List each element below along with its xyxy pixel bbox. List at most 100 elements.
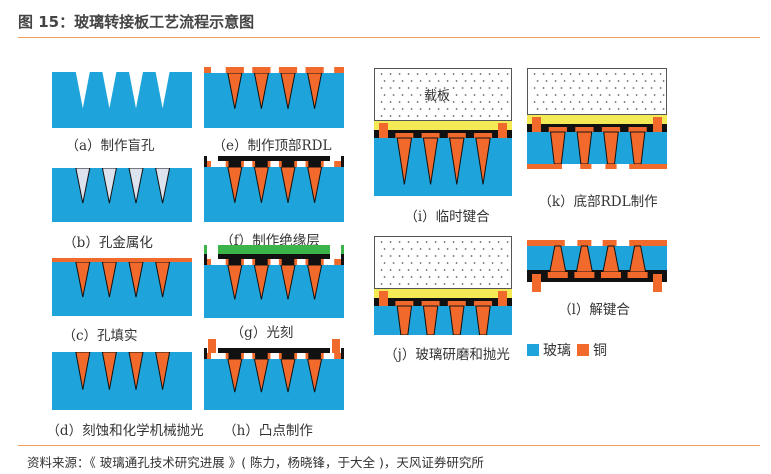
panel-svg [527,68,667,169]
glass-substrate [374,306,512,335]
carrier-dot [380,269,383,271]
carrier-dot [401,248,404,250]
blind-hole [155,72,170,109]
carrier-dot [389,269,392,271]
carrier-dot [425,115,428,117]
carrier-dot [488,255,491,257]
carrier-dot [605,73,608,75]
carrier-label: 载板 [424,89,451,104]
diagram-panel-g [204,244,344,318]
rdl-pad [395,133,414,138]
rdl-pad [627,272,648,278]
carrier-dot [641,101,644,103]
carrier-dot [488,241,491,243]
carrier-dot [626,94,629,96]
glass-substrate [374,138,512,196]
panel-label-h: （h）凸点制作 [223,423,313,439]
carrier-dot [644,94,647,96]
carrier-dot [380,115,383,117]
carrier-dot [497,101,500,103]
carrier-dot [608,94,611,96]
panel-svg [204,156,344,222]
rdl-pad [601,127,621,132]
carrier-dot [617,108,620,110]
carrier-dot [581,80,584,82]
carrier-dot [428,80,431,82]
carrier-dot [392,94,395,96]
carrier-dot [380,73,383,75]
glass-substrate [204,167,344,222]
carrier-dot [497,269,500,271]
carrier-dot [398,101,401,103]
carrier-dot [632,87,635,89]
carrier-dot [452,241,455,243]
carrier-dot [452,101,455,103]
insulation-layer [228,259,242,265]
copper-via [449,137,465,185]
carrier-dot [488,283,491,285]
carrier-dot [563,108,566,110]
carrier-dot [410,94,413,96]
carrier-dot [488,269,491,271]
insulation-layer [255,353,268,359]
carrier-dot [380,241,383,243]
carrier-dot [434,115,437,117]
panel-svg [204,245,344,318]
rdl-pad [334,353,344,359]
figure-title: 图 15：玻璃转接板工艺流程示意图 [18,13,255,31]
bottom-rdl [527,164,562,169]
carrier-dot [401,276,404,278]
carrier-dot [419,248,422,250]
carrier-dot [491,262,494,264]
carrier-dot [410,108,413,110]
diagram-panel-a [52,72,192,128]
carrier-dot [626,108,629,110]
bump [332,339,340,353]
panel-label-l: （l）解键合 [558,302,630,318]
diagram-panel-b [52,168,192,222]
carrier-dot [590,108,593,110]
carrier-dot [653,108,656,110]
carrier-dot [545,108,548,110]
carrier-dot [491,80,494,82]
carrier-dot [572,108,575,110]
carrier-dot [452,73,455,75]
carrier-dot [398,115,401,117]
carrier-dot [578,101,581,103]
carrier-dot [398,87,401,89]
bump [532,117,541,132]
carrier-dot [554,108,557,110]
insulation-layer [308,259,321,265]
carrier-dot [425,255,428,257]
carrier-dot [479,101,482,103]
carrier-dot [590,80,593,82]
carrier-dot [506,241,509,243]
glass-substrate [204,73,344,128]
carrier-dot [410,248,413,250]
carrier-dot [380,87,383,89]
carrier-dot [596,87,599,89]
carrier-dot [542,101,545,103]
carrier-dot [419,108,422,110]
carrier-dot [488,87,491,89]
panel-label-a: （a）制作盲孔 [65,138,155,154]
carrier-dot [560,73,563,75]
metallized-hole [101,168,117,204]
carrier-dot [590,94,593,96]
carrier-dot [446,262,449,264]
insulation-layer [308,161,321,167]
carrier-board [374,236,512,289]
carrier-dot [533,87,536,89]
rdl-pad [204,67,211,73]
rdl-pad [447,301,466,306]
carrier-dot [455,94,458,96]
carrier-dot [461,283,464,285]
carrier-dot [473,248,476,250]
carrier-dot [416,283,419,285]
carrier-dot [479,269,482,271]
legend-label-copper: 铜 [593,343,607,359]
carrier-dot [599,80,602,82]
carrier-dot [605,101,608,103]
footer-divider [18,445,760,446]
carrier-dot [392,276,395,278]
